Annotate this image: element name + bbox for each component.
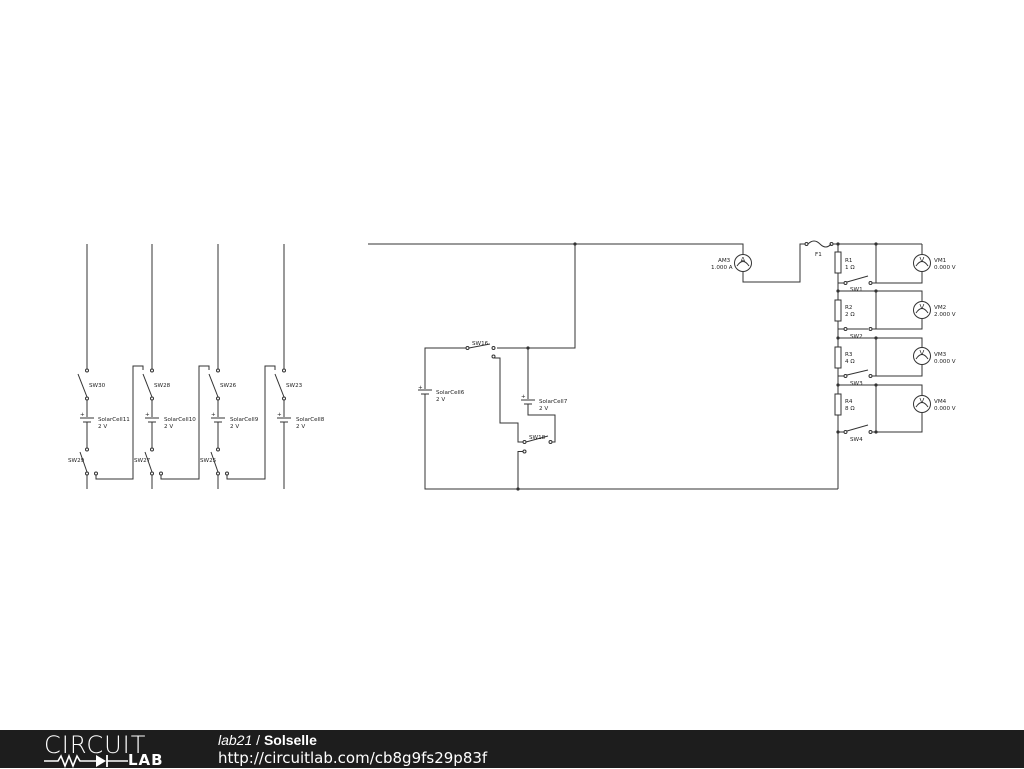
value-vm2: 2.000 V xyxy=(934,312,956,318)
label-sw28: SW28 xyxy=(154,383,171,389)
breadcrumb-username[interactable]: lab21 xyxy=(218,732,253,748)
string-1: + SW30 SolarCell11 2 V SW29 xyxy=(68,244,144,489)
label-sw26: SW26 xyxy=(220,383,237,389)
plus-mark: + xyxy=(211,412,216,418)
label-sw3: SW3 xyxy=(850,381,863,387)
voltmeter-symbol: V xyxy=(920,349,925,357)
label-sw27: SW27 xyxy=(134,458,151,464)
label-sw29: SW29 xyxy=(68,458,85,464)
value-vm4: 0.000 V xyxy=(934,406,956,412)
label-r4: R4 xyxy=(845,399,853,405)
voltmeter-symbol: V xyxy=(920,256,925,264)
middle-circuit: + SolarCell6 2 V SW16 + SolarCell7 2 V S… xyxy=(368,242,838,491)
breadcrumb: lab21 / Solselle xyxy=(218,731,317,749)
label-sw1: SW1 xyxy=(850,287,863,293)
label-am3: AM3 xyxy=(718,258,731,264)
value-solarcell9: 2 V xyxy=(230,424,239,430)
label-sw23: SW23 xyxy=(286,383,303,389)
string-3: + SW26 SolarCell9 2 V SW25 xyxy=(200,244,276,489)
label-solarcell10: SolarCell10 xyxy=(164,417,196,423)
label-sw4: SW4 xyxy=(850,437,863,443)
plus-mark: + xyxy=(418,385,423,391)
label-solarcell9: SolarCell9 xyxy=(230,417,259,423)
label-sw25: SW25 xyxy=(200,458,217,464)
value-r2: 2 Ω xyxy=(845,312,855,318)
ammeter-am3: A AM3 1.000 A xyxy=(711,243,805,283)
label-sw30: SW30 xyxy=(89,383,106,389)
value-solarcell10: 2 V xyxy=(164,424,173,430)
ammeter-symbol: A xyxy=(741,256,746,264)
string-2: + SW28 SolarCell10 2 V SW27 xyxy=(134,244,210,489)
label-vm4: VM4 xyxy=(934,399,947,405)
value-vm1: 0.000 V xyxy=(934,265,956,271)
label-solarcell6: SolarCell6 xyxy=(436,390,465,396)
value-r1: 1 Ω xyxy=(845,265,855,271)
plus-mark: + xyxy=(145,412,150,418)
junction-dot xyxy=(874,430,878,434)
label-r3: R3 xyxy=(845,352,853,358)
circuitlab-logo[interactable]: CIRCUIT LAB xyxy=(44,731,174,769)
voltmeter-symbol: V xyxy=(920,303,925,311)
value-r4: 8 Ω xyxy=(845,406,855,412)
resistor-ladder: V R1 1 Ω SW1 VM1 0.000 V V R2 2 Ω SW2 VM… xyxy=(834,242,956,489)
string-4: + SW23 SolarCell8 2 V xyxy=(274,244,325,489)
value-solarcell8: 2 V xyxy=(296,424,305,430)
value-vm3: 0.000 V xyxy=(934,359,956,365)
label-r1: R1 xyxy=(845,258,853,264)
label-vm1: VM1 xyxy=(934,258,947,264)
value-solarcell6: 2 V xyxy=(436,397,445,403)
label-vm2: VM2 xyxy=(934,305,946,311)
circuit-url[interactable]: http://circuitlab.com/cb8g9fs29p83f xyxy=(218,749,488,767)
label-solarcell7: SolarCell7 xyxy=(539,399,568,405)
value-r3: 4 Ω xyxy=(845,359,855,365)
circuit-schematic[interactable]: + SW30 SolarCell11 2 V SW29 + SW28 Solar… xyxy=(0,0,1024,730)
label-sw18: SW18 xyxy=(529,435,546,441)
value-am3: 1.000 A xyxy=(711,265,733,271)
breadcrumb-separator: / xyxy=(252,732,264,748)
label-sw16: SW16 xyxy=(472,341,489,347)
label-sw2: SW2 xyxy=(850,334,863,340)
fuse-f1: F1 xyxy=(804,240,922,258)
label-solarcell11: SolarCell11 xyxy=(98,417,130,423)
label-f1: F1 xyxy=(815,252,822,258)
label-solarcell8: SolarCell8 xyxy=(296,417,325,423)
voltmeter-symbol: V xyxy=(920,397,925,405)
plus-mark: + xyxy=(277,412,282,418)
plus-mark: + xyxy=(521,394,526,400)
plus-mark: + xyxy=(80,412,85,418)
footer-bar: CIRCUIT LAB lab21 / Solselle http://circ… xyxy=(0,730,1024,768)
label-r2: R2 xyxy=(845,305,852,311)
logo-text-lab: LAB xyxy=(128,751,164,769)
label-vm3: VM3 xyxy=(934,352,947,358)
value-solarcell11: 2 V xyxy=(98,424,107,430)
junction-dot xyxy=(836,242,840,246)
logo-circuit-icon xyxy=(44,754,128,768)
value-solarcell7: 2 V xyxy=(539,406,548,412)
circuit-title[interactable]: Solselle xyxy=(263,732,317,748)
logo-text-circuit: CIRCUIT xyxy=(44,731,147,759)
